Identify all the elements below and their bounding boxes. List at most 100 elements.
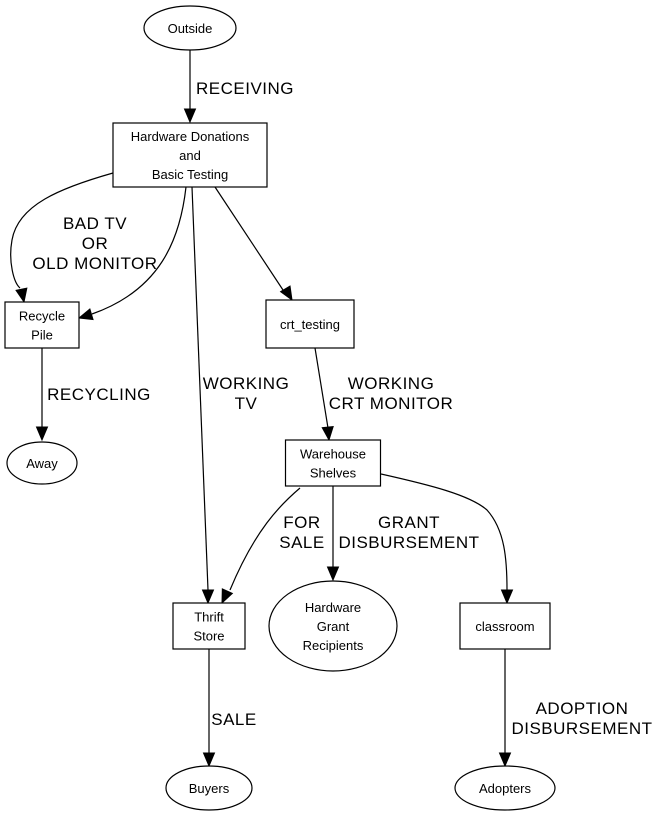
node-label: classroom [475, 619, 534, 634]
node-label: crt_testing [280, 317, 340, 332]
edge-label-line: SALE [211, 710, 256, 729]
arrowhead-icon [15, 287, 28, 304]
node-label-line: Shelves [310, 466, 357, 481]
node-label-line: Buyers [189, 781, 230, 796]
node-away[interactable]: Away [6, 441, 78, 485]
box-shape [459, 602, 551, 650]
node-label-line: Store [193, 629, 224, 644]
edge-label-line: OR [82, 234, 109, 253]
edge-label-line: SALE [279, 533, 324, 552]
node-classroom[interactable]: classroom [459, 602, 551, 650]
node-label-line: Warehouse [300, 447, 366, 462]
arrowhead-icon [500, 589, 514, 605]
edge-hardware-donations-to-recycle-pile [10, 172, 114, 304]
edge-label-line: RECEIVING [196, 79, 294, 98]
node-label-line: Recipients [303, 638, 364, 653]
arrowhead-icon [279, 285, 293, 302]
edge-warehouse-shelves-to-grant-recipients [326, 486, 340, 582]
node-label-line: classroom [475, 619, 534, 634]
node-label: Adopters [479, 781, 532, 796]
arrowhead-icon [35, 426, 49, 442]
edge-line [214, 186, 284, 291]
ellipse-shape [165, 765, 253, 811]
node-label-line: Basic Testing [152, 167, 228, 182]
edge-label-line: WORKING [348, 374, 435, 393]
box-shape [172, 602, 246, 650]
arrowhead-icon [221, 588, 234, 605]
arrowhead-icon [498, 752, 512, 768]
edge-label: RECEIVING [196, 79, 294, 98]
node-adopters[interactable]: Adopters [454, 765, 556, 811]
node-label: Buyers [189, 781, 230, 796]
arrowhead-icon [77, 308, 94, 321]
edge-label-line: OLD MONITOR [32, 254, 157, 273]
edge-label-line: WORKING [203, 374, 290, 393]
node-label: Outside [168, 21, 213, 36]
node-label-line: Pile [31, 328, 53, 343]
node-crt-testing[interactable]: crt_testing [265, 299, 355, 349]
edge-line [191, 186, 209, 591]
arrowhead-icon [201, 589, 215, 605]
node-label-line: Thrift [194, 610, 224, 625]
edge-label-line: CRT MONITOR [329, 394, 454, 413]
edge-label-line: BAD TV [63, 214, 127, 233]
edge-label-line: ADOPTION [536, 699, 629, 718]
edge-warehouse-shelves-to-thrift-store [221, 487, 301, 605]
edge-thrift-store-to-buyers [202, 649, 216, 768]
edge-line [380, 473, 508, 591]
edge-crt-testing-to-warehouse-shelves [314, 347, 334, 442]
edge-warehouse-shelves-to-classroom [380, 473, 514, 605]
node-label-line: Grant [317, 619, 350, 634]
node-label-line: Hardware [305, 600, 361, 615]
edge-hardware-donations-to-recycle-pile [77, 186, 187, 321]
arrowhead-icon [202, 752, 216, 768]
node-label-line: Recycle [19, 309, 65, 324]
edge-label-line: RECYCLING [47, 385, 151, 404]
arrowhead-icon [183, 108, 197, 124]
edge-hardware-donations-to-thrift-store [191, 186, 215, 605]
edge-label-line: FOR [283, 513, 320, 532]
node-label-line: Away [26, 456, 58, 471]
node-outside[interactable]: Outside [143, 5, 237, 51]
box-shape [4, 301, 80, 349]
node-label-line: Outside [168, 21, 213, 36]
edge-line [229, 487, 301, 591]
edge-hardware-donations-to-crt-testing [214, 186, 293, 302]
edge-line [314, 347, 329, 429]
edge-label-line: TV [235, 394, 258, 413]
edge-line [91, 186, 187, 315]
edge-label-line: DISBURSEMENT [511, 719, 652, 738]
node-label: Away [26, 456, 58, 471]
ellipse-shape [6, 441, 78, 485]
ellipse-shape [268, 580, 398, 672]
edge-classroom-to-adopters [498, 649, 512, 768]
ellipse-shape [454, 765, 556, 811]
node-label-line: crt_testing [280, 317, 340, 332]
ellipse-shape [143, 5, 237, 51]
edge-label-line: GRANT [378, 513, 440, 532]
node-label-line: Hardware Donations [131, 129, 250, 144]
node-label-line: and [179, 148, 201, 163]
edge-label: RECYCLING [47, 385, 151, 404]
arrowhead-icon [321, 425, 334, 442]
node-buyers[interactable]: Buyers [165, 765, 253, 811]
edge-line [10, 172, 114, 289]
edge-outside-to-hardware-donations [183, 50, 197, 124]
